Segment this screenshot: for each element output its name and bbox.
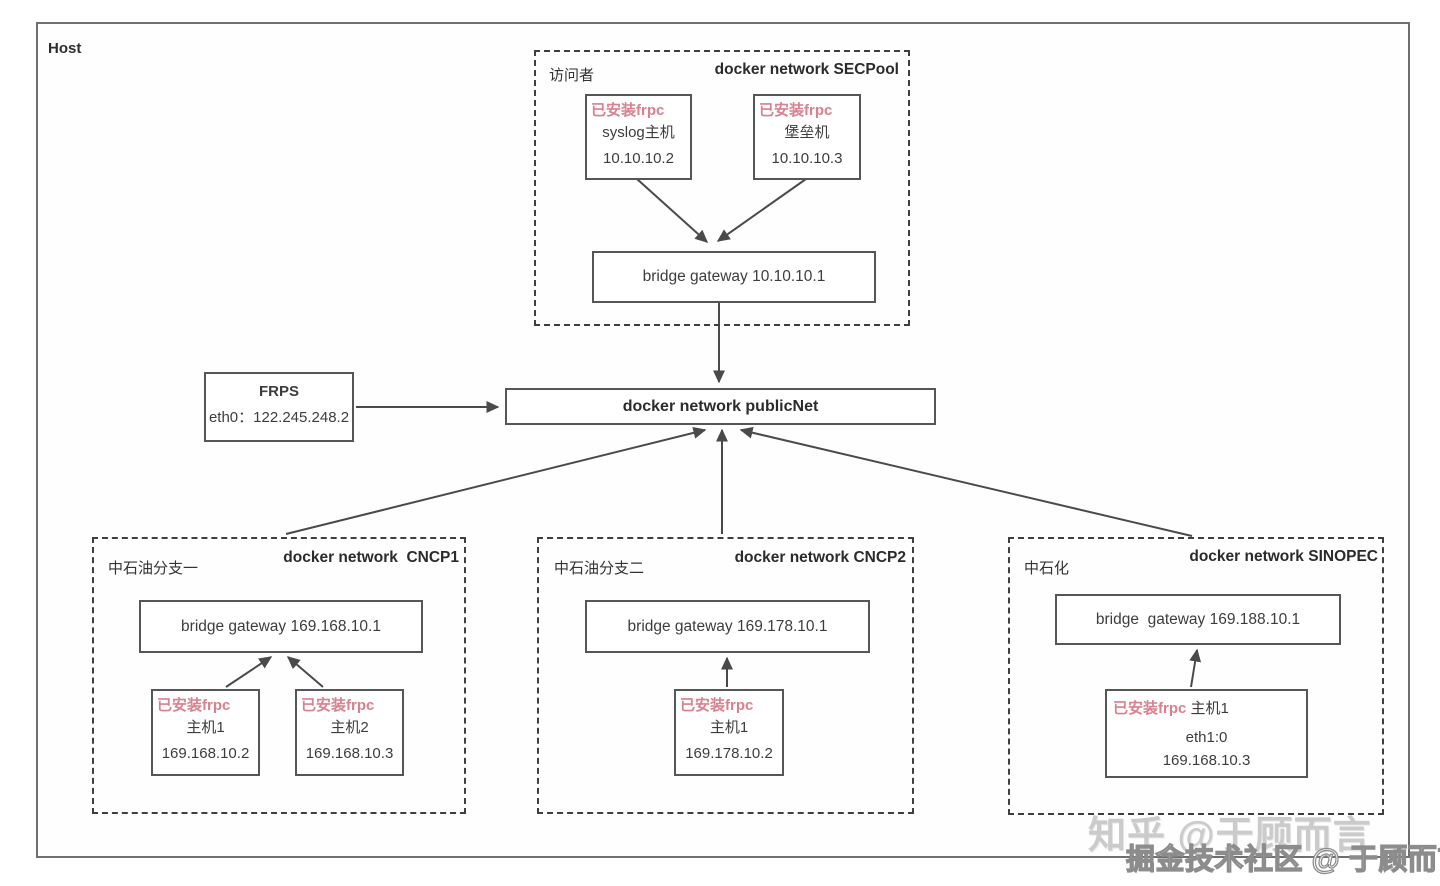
cncp2-network-container: 中石油分支二 docker network CNCP2 bridge gatew… — [537, 537, 914, 814]
sinopec-network-container: 中石化 docker network SINOPEC bridge gatewa… — [1008, 537, 1384, 815]
sinopec-node-host1: 已安装frpc 主机1 eth1:0 169.168.10.3 — [1105, 689, 1308, 778]
cncp1-node-host2: 已安装frpc 主机2 169.168.10.3 — [295, 689, 404, 776]
node-name: 主机2 — [330, 719, 369, 736]
frpc-installed-badge: 已安装frpc — [591, 102, 665, 119]
cncp1-network-title: docker network CNCP1 — [283, 549, 459, 566]
secpool-bridge-gateway: bridge gateway 10.10.10.1 — [592, 251, 876, 303]
frpc-installed-badge: 已安装frpc — [680, 697, 754, 714]
frps-server-box: FRPS eth0：122.245.248.2 — [204, 372, 354, 442]
node-name: 主机1 — [709, 719, 749, 736]
node-bastion-host: 已安装frpc 堡垒机 10.10.10.3 — [753, 94, 861, 180]
frpc-installed-badge: 已安装frpc — [301, 697, 375, 714]
publicnet-network-box: docker network publicNet — [505, 388, 936, 425]
node-name: 主机1 — [1190, 700, 1229, 717]
cncp1-node-host1: 已安装frpc 主机1 169.168.10.2 — [151, 689, 260, 776]
node-ip: 169.168.10.3 — [305, 745, 394, 762]
node-ip: 169.178.10.2 — [685, 745, 773, 762]
secpool-visitor-label: 访问者 — [549, 67, 595, 84]
node-header-line: 已安装frpc 主机1 — [1107, 691, 1306, 718]
cncp2-node-host1: 已安装frpc 主机1 169.178.10.2 — [674, 689, 784, 776]
secpool-network-container: 访问者 docker network SECPool 已安装frpc syslo… — [534, 50, 910, 326]
frps-interface: eth0：122.245.248.2 — [208, 409, 350, 426]
cncp2-bridge-gateway: bridge gateway 169.178.10.1 — [585, 600, 870, 653]
node-name: 堡垒机 — [784, 124, 830, 141]
frpc-installed-badge: 已安装frpc — [759, 102, 833, 119]
secpool-network-title: docker network SECPool — [714, 61, 899, 78]
frpc-installed-badge: 已安装frpc — [1113, 700, 1187, 717]
node-name: syslog主机 — [602, 124, 675, 141]
cncp1-label: 中石油分支一 — [108, 560, 199, 577]
cncp2-network-title: docker network CNCP2 — [734, 549, 906, 566]
cncp1-network-container: 中石油分支一 docker network CNCP1 bridge gatew… — [92, 537, 466, 814]
cncp1-bridge-gateway: bridge gateway 169.168.10.1 — [139, 600, 423, 653]
node-ip: 10.10.10.3 — [771, 150, 843, 167]
sinopec-bridge-gateway: bridge gateway 169.188.10.1 — [1055, 594, 1341, 645]
node-ip: 169.168.10.2 — [161, 745, 250, 762]
frpc-installed-badge: 已安装frpc — [157, 697, 231, 714]
frps-title: FRPS — [258, 383, 299, 400]
sinopec-label: 中石化 — [1024, 560, 1070, 577]
node-syslog-host: 已安装frpc syslog主机 10.10.10.2 — [585, 94, 692, 180]
node-interface: eth1:0 — [1185, 729, 1228, 746]
node-ip: 169.168.10.3 — [1162, 752, 1251, 769]
host-label: Host — [48, 40, 82, 57]
cncp2-label: 中石油分支二 — [554, 560, 645, 577]
sinopec-network-title: docker network SINOPEC — [1189, 548, 1378, 565]
node-name: 主机1 — [186, 719, 225, 736]
node-ip: 10.10.10.2 — [603, 150, 674, 167]
